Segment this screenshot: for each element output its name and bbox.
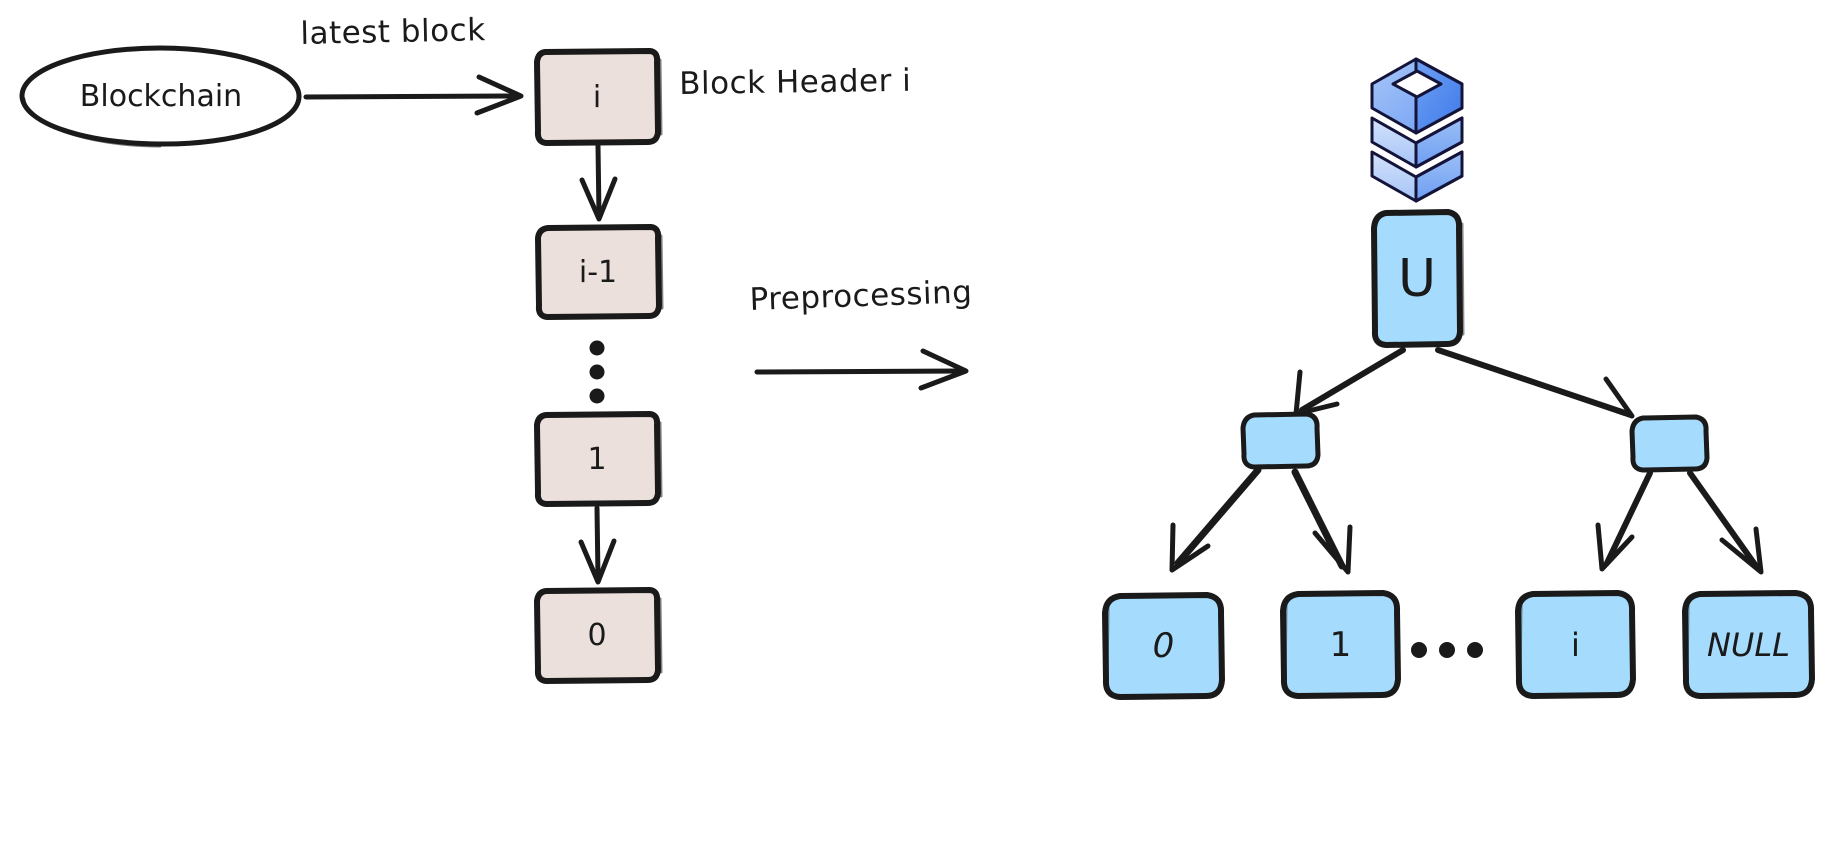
blockchain-ellipse[interactable] — [19, 45, 302, 148]
tree-leaf-1[interactable] — [1280, 590, 1401, 699]
tree-internal-node-left[interactable] — [1240, 411, 1321, 470]
latest-block-arrow — [303, 74, 524, 116]
edge-root-to-left-internal — [1293, 347, 1406, 417]
leaf-row-ellipsis — [1411, 642, 1483, 658]
edge-left-internal-to-leaf-0 — [1169, 466, 1262, 573]
block-box-0[interactable] — [534, 587, 663, 684]
layered-stack-icon — [1370, 57, 1464, 203]
tree-leaf-0[interactable] — [1102, 592, 1225, 700]
block-header-label: Block Header i — [679, 62, 912, 102]
tree-leaf-null[interactable] — [1682, 590, 1815, 699]
edge-right-internal-to-leaf-null — [1687, 470, 1764, 575]
preprocessing-arrow — [754, 348, 969, 391]
blockchain-node-label: Blockchain — [79, 78, 243, 114]
chain-arrow-i-to-i-1 — [579, 143, 618, 222]
latest-block-edge-label: latest block — [300, 12, 486, 52]
tree-leaf-i[interactable] — [1515, 590, 1636, 699]
block-box-i-minus-1[interactable] — [535, 224, 664, 320]
tree-internal-node-right[interactable] — [1629, 414, 1710, 473]
edge-left-internal-to-leaf-1 — [1291, 468, 1353, 575]
edge-root-to-right-internal — [1435, 347, 1635, 419]
tree-root-node[interactable] — [1371, 209, 1465, 348]
edge-right-internal-to-leaf-i — [1595, 470, 1653, 572]
chain-arrow-1-to-0 — [578, 505, 617, 585]
block-box-1[interactable] — [534, 411, 663, 507]
chain-ellipsis — [589, 340, 605, 404]
block-box-i[interactable] — [534, 48, 663, 146]
